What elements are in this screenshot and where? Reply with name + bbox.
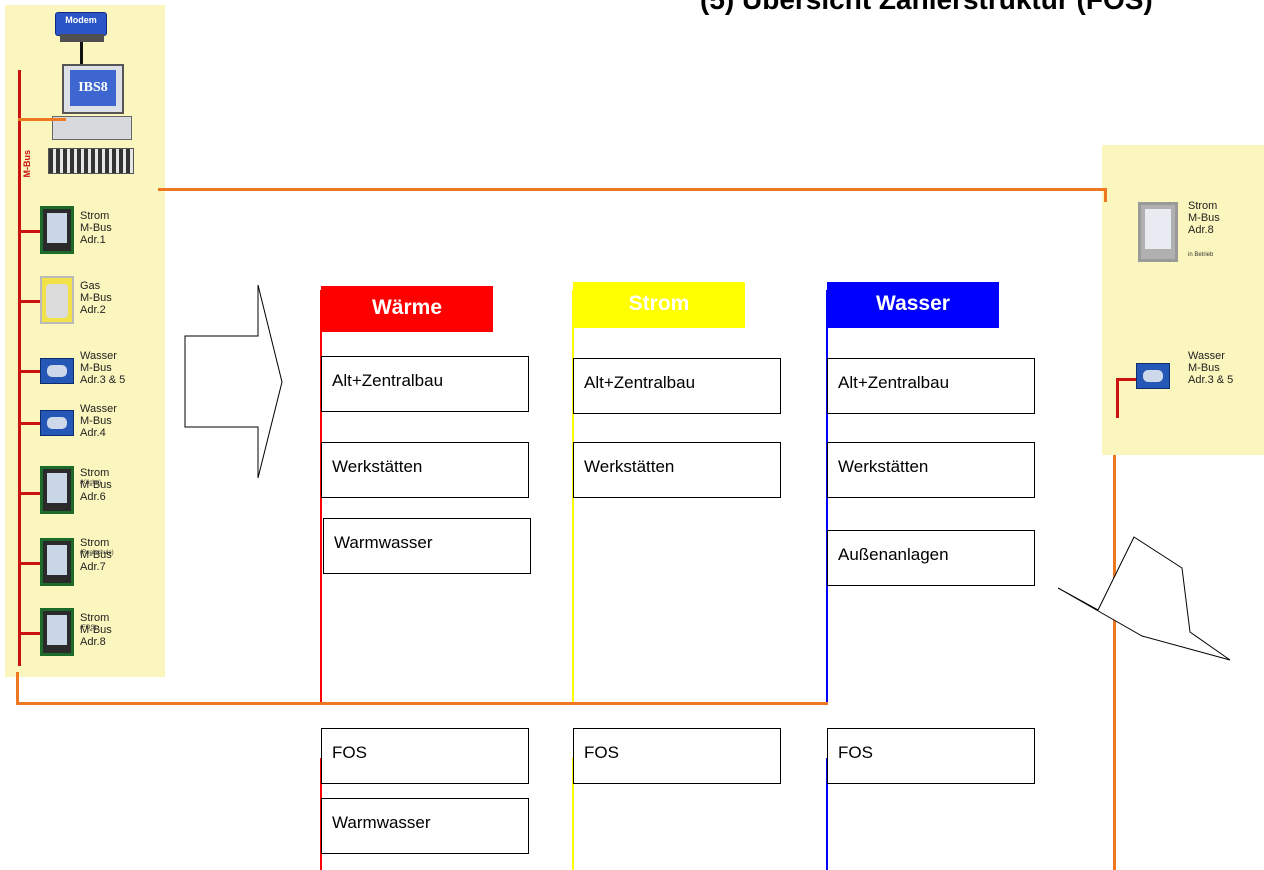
electric-meter-icon bbox=[40, 466, 74, 514]
computer-screen: IBS8 bbox=[70, 70, 116, 106]
meter-box: Werkstätten bbox=[827, 442, 1035, 498]
device-label: Strom M-Bus Adr.7 bbox=[80, 537, 112, 573]
meter-box: FOS bbox=[827, 728, 1035, 784]
bus-stub bbox=[20, 422, 40, 425]
meter-box: Alt+Zentralbau bbox=[321, 356, 529, 412]
bus-stub bbox=[1116, 378, 1136, 381]
modem-icon: Modem bbox=[55, 12, 107, 36]
bus-stub bbox=[20, 632, 40, 635]
bus-line-link bbox=[18, 118, 66, 121]
device-note: (FOS) bbox=[80, 625, 97, 631]
device-label: Strom M-Bus Adr.1 bbox=[80, 210, 112, 246]
frame-line-bottom bbox=[16, 702, 828, 705]
device-label: Gas M-Bus Adr.2 bbox=[80, 280, 112, 316]
keyboard-icon bbox=[48, 148, 134, 174]
meter-box: Alt+Zentralbau bbox=[827, 358, 1035, 414]
bus-stub bbox=[20, 300, 40, 303]
water-meter-icon bbox=[40, 410, 74, 436]
frame-line-right bbox=[1113, 455, 1116, 870]
bus-label: M-Bus bbox=[22, 150, 32, 178]
meter-box: Werkstätten bbox=[321, 442, 529, 498]
network-panel-right bbox=[1102, 145, 1264, 455]
column-line-strom-lower bbox=[572, 758, 574, 870]
device-label: Strom M-Bus Adr.6 bbox=[80, 467, 112, 503]
electric-meter-icon bbox=[40, 538, 74, 586]
frame-line-left bbox=[16, 672, 19, 704]
water-meter-icon bbox=[40, 358, 74, 384]
device-note: (Küche) bbox=[80, 480, 102, 486]
bus-line bbox=[18, 200, 21, 666]
column-header-strom: Strom bbox=[573, 282, 745, 328]
device-label: Wasser M-Bus Adr.4 bbox=[80, 403, 117, 439]
water-meter-icon bbox=[1136, 363, 1170, 389]
frame-line-connector bbox=[1104, 188, 1107, 202]
bus-line-top bbox=[18, 70, 21, 200]
meter-box: Warmwasser bbox=[323, 518, 531, 574]
meter-box: FOS bbox=[321, 728, 529, 784]
meter-box: Werkstätten bbox=[573, 442, 781, 498]
arrow-down-left-icon bbox=[1057, 536, 1231, 661]
modem-label: Modem bbox=[65, 15, 97, 25]
arrow-right-icon bbox=[184, 284, 283, 479]
device-note: in Betrieb bbox=[1188, 252, 1214, 258]
modem-base bbox=[60, 34, 104, 42]
electric-meter-icon bbox=[40, 608, 74, 656]
modem-cable bbox=[80, 42, 83, 64]
device-label: Strom M-Bus Adr.8 bbox=[80, 612, 112, 648]
gas-meter-icon bbox=[40, 276, 74, 324]
column-header-wasser: Wasser bbox=[827, 282, 999, 328]
computer-base bbox=[52, 116, 132, 140]
column-line-wasser-lower bbox=[826, 758, 828, 870]
meter-box: Warmwasser bbox=[321, 798, 529, 854]
electric-meter-icon bbox=[1138, 202, 1178, 262]
bus-line-right bbox=[1116, 378, 1119, 418]
electric-meter-icon bbox=[40, 206, 74, 254]
column-header-waerme: Wärme bbox=[321, 286, 493, 332]
device-label: Wasser M-Bus Adr.3 & 5 bbox=[80, 350, 126, 386]
meter-box: Alt+Zentralbau bbox=[573, 358, 781, 414]
frame-line-top bbox=[158, 188, 1106, 191]
device-label: Wasser M-Bus Adr.3 & 5 bbox=[1188, 350, 1234, 386]
bus-stub bbox=[20, 370, 40, 373]
meter-box: FOS bbox=[573, 728, 781, 784]
bus-stub bbox=[20, 492, 40, 495]
bus-stub bbox=[20, 230, 40, 233]
bus-stub bbox=[20, 562, 40, 565]
device-note: (Realschule) bbox=[80, 550, 114, 556]
page-title: (5) Übersicht Zählerstruktur (FOS) bbox=[700, 0, 1153, 16]
device-label: Strom M-Bus Adr.8 bbox=[1188, 200, 1220, 236]
meter-box: Außenanlagen bbox=[827, 530, 1035, 586]
